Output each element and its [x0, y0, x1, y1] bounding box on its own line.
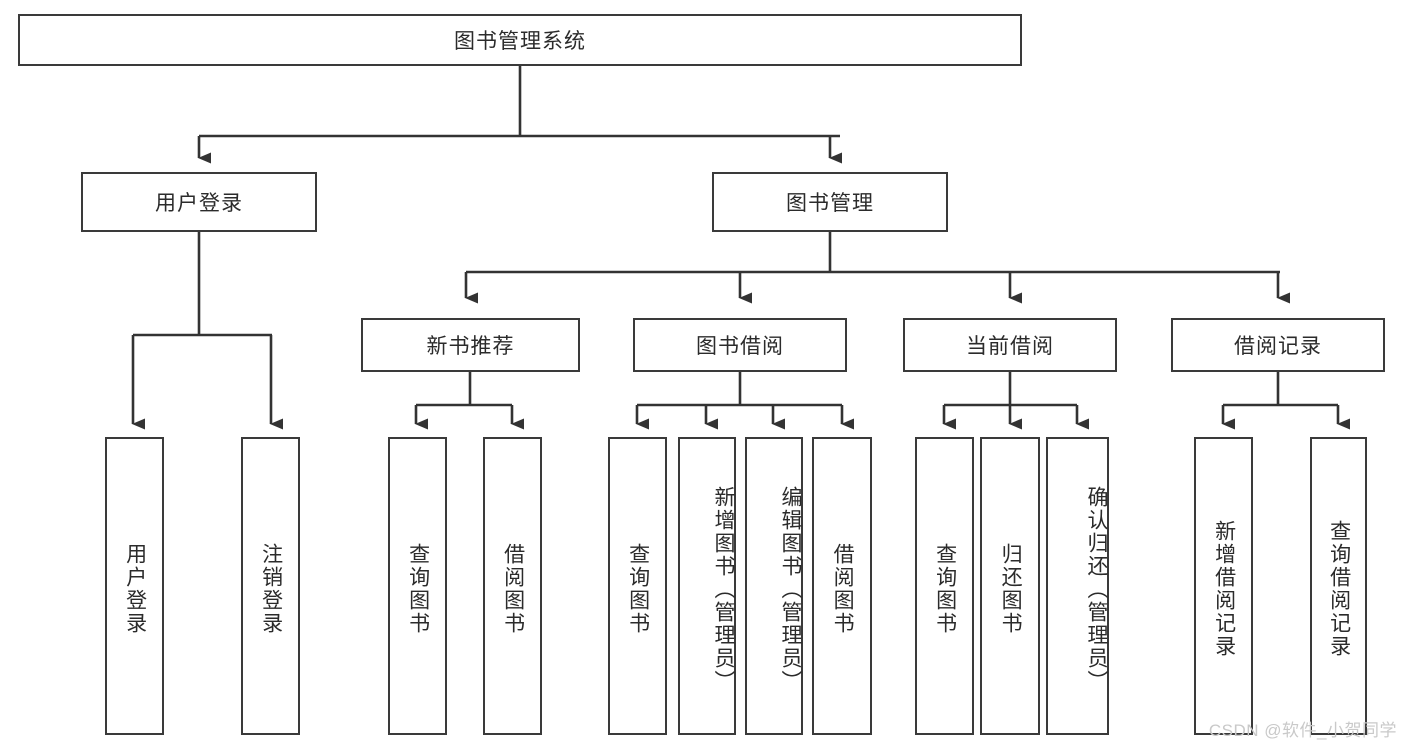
leaf-borrow-book-rec[interactable]: 借阅图书	[483, 437, 542, 735]
node-book-borrow[interactable]: 图书借阅	[633, 318, 847, 372]
node-new-book-recommend[interactable]: 新书推荐	[361, 318, 580, 372]
node-current-borrow[interactable]: 当前借阅	[903, 318, 1117, 372]
csdn-watermark: CSDN @软件_小贺同学	[1208, 721, 1397, 740]
node-user-login[interactable]: 用户登录	[81, 172, 317, 232]
leaf-return-book[interactable]: 归还图书	[980, 437, 1040, 735]
leaf-query-book-borrow[interactable]: 查询图书	[608, 437, 667, 735]
leaf-add-book-admin[interactable]: 新增图书（管理员）	[678, 437, 736, 735]
leaf-query-book-rec[interactable]: 查询图书	[388, 437, 447, 735]
leaf-query-borrow-record[interactable]: 查询借阅记录	[1310, 437, 1367, 735]
leaf-edit-book-admin[interactable]: 编辑图书（管理员）	[745, 437, 803, 735]
node-borrow-record[interactable]: 借阅记录	[1171, 318, 1385, 372]
node-root[interactable]: 图书管理系统	[18, 14, 1022, 66]
leaf-add-borrow-record[interactable]: 新增借阅记录	[1194, 437, 1253, 735]
leaf-query-book-current[interactable]: 查询图书	[915, 437, 974, 735]
node-book-manage[interactable]: 图书管理	[712, 172, 948, 232]
leaf-confirm-return-admin[interactable]: 确认归还（管理员）	[1046, 437, 1109, 735]
leaf-logout-login[interactable]: 注销登录	[241, 437, 300, 735]
leaf-user-login[interactable]: 用户登录	[105, 437, 164, 735]
leaf-borrow-book-borrow[interactable]: 借阅图书	[812, 437, 872, 735]
